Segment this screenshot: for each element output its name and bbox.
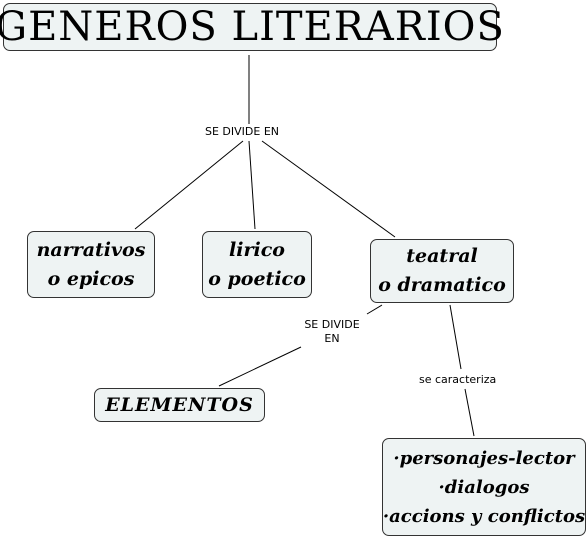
link-label-se-divide-en: SE DIVIDE EN [205, 125, 280, 139]
node-personajes-line2: ·dialogos [438, 476, 530, 498]
node-elementos[interactable]: ELEMENTOS [94, 388, 265, 422]
link-label-to-narrativos [134, 140, 244, 230]
node-teatral-line1: teatral [406, 245, 478, 267]
link-label-se-divide-en-2: SE DIVIDE EN [296, 318, 368, 346]
link-label-se-caracteriza: se caracteriza [419, 373, 497, 387]
node-personajes-line1: ·personajes-lector [393, 447, 575, 469]
link-label-to-lirico [248, 140, 256, 230]
link-teatral-to-label2 [366, 304, 383, 315]
node-personajes-line3: ·accions y conflictos [382, 505, 586, 527]
node-personajes[interactable]: ·personajes-lector ·dialogos ·accions y … [382, 438, 586, 536]
node-narrativos[interactable]: narrativos o epicos [27, 231, 155, 298]
node-lirico[interactable]: lirico o poetico [202, 231, 312, 298]
title-node[interactable]: GENEROS LITERARIOS [0, 3, 504, 51]
node-lirico-line1: lirico [229, 238, 285, 261]
link-label-to-teatral [261, 140, 396, 238]
node-lirico-line2: o poetico [208, 267, 306, 290]
link-label3-to-personajes [464, 388, 475, 437]
title-text: GENEROS LITERARIOS [0, 4, 505, 50]
node-teatral-line2: o dramatico [378, 274, 506, 296]
node-teatral[interactable]: teatral o dramatico [370, 239, 514, 303]
link-teatral-to-label3 [449, 304, 462, 370]
node-elementos-text: ELEMENTOS [105, 393, 254, 416]
link-label2-to-elementos [218, 346, 302, 387]
node-narrativos-line2: o epicos [47, 267, 135, 290]
node-narrativos-line1: narrativos [36, 238, 146, 261]
